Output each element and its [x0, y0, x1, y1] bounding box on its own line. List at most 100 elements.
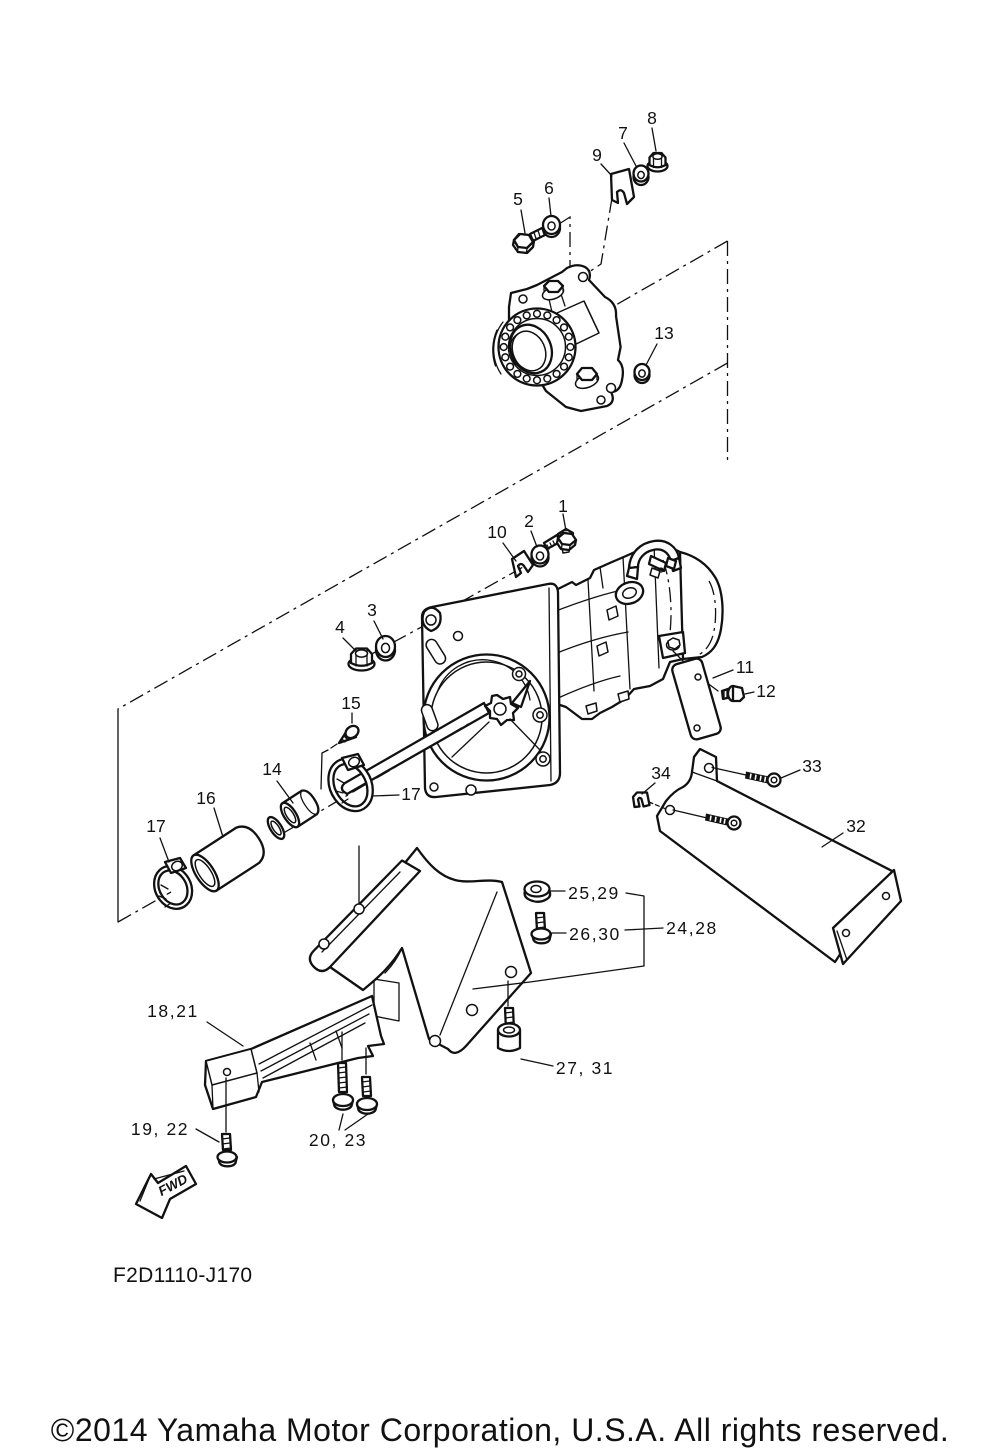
stopper-bracket-10 — [510, 549, 535, 579]
callout-1: 1 — [558, 496, 568, 516]
callout-4: 4 — [335, 617, 345, 637]
washer-13 — [633, 362, 651, 385]
screw15-axis-line — [320, 743, 338, 790]
gearbox-rear-mount — [657, 630, 687, 660]
housing-hex-plug-bottom — [574, 366, 600, 390]
screw20-lines — [341, 1031, 367, 1075]
stopper-bracket-9 — [609, 167, 636, 206]
gearbox-filler-cap — [614, 580, 645, 606]
callout-14: 14 — [262, 759, 282, 779]
copyright-line: ©2014 Yamaha Motor Corporation, U.S.A. A… — [51, 1412, 950, 1448]
tapping-screw-15 — [320, 724, 360, 790]
gearbox-unit — [535, 527, 724, 721]
speed-clip-34 — [631, 791, 651, 809]
bearing-housing — [492, 264, 625, 413]
grate-bars — [258, 1004, 373, 1079]
callout-18-21: 18,21 — [147, 1001, 199, 1021]
callout-19-22: 19, 22 — [131, 1119, 189, 1139]
gearbox-bottom-tab-1 — [585, 702, 598, 715]
bearing-flange-arc — [492, 321, 504, 375]
housing-hex-plug-top — [541, 279, 565, 301]
fwd-arrow-icon — [134, 1164, 198, 1220]
drive-shaft — [340, 679, 541, 796]
fwd-arrow-fold-lines — [139, 1170, 185, 1202]
screw-27-31 — [496, 1006, 522, 1053]
gearbox-bell-hidden-edge — [696, 580, 717, 657]
ride-plate — [655, 747, 896, 964]
callout-33: 33 — [802, 756, 821, 776]
callout-20-23: 20, 23 — [309, 1130, 367, 1150]
washer-7 — [632, 164, 650, 187]
flange-ear-hole — [425, 614, 437, 626]
callout-12: 12 — [756, 681, 775, 701]
callout-labels: 1 2 3 4 5 6 7 8 9 10 11 12 13 14 15 16 1… — [131, 108, 866, 1150]
shaft-spline-hub — [483, 693, 520, 727]
clamp-left-band-slots — [158, 884, 172, 908]
bore-radial-lines — [451, 718, 541, 758]
callout-24-28: 24,28 — [666, 918, 718, 938]
damper-sleeve — [190, 825, 265, 893]
leader-lines — [159, 127, 844, 1143]
gearbox-shift-tab-2 — [596, 641, 609, 657]
gearbox-section-lines — [587, 544, 660, 692]
drive-shaft-body — [340, 701, 491, 796]
callout-13: 13 — [654, 323, 673, 343]
callout-5: 5 — [513, 189, 523, 209]
hose-clamp-left — [153, 856, 194, 910]
callout-25-29: 25,29 — [568, 883, 620, 903]
screw-19-22 — [216, 1132, 239, 1168]
screw-20-23-a — [331, 1061, 355, 1111]
bearing-balls — [499, 309, 575, 385]
bore-key-wedge — [510, 679, 532, 709]
flange-nut-4 — [347, 647, 376, 672]
washer-3 — [374, 634, 397, 662]
ride-plate-assembly — [631, 747, 903, 966]
hex-bolt-1 — [542, 531, 578, 552]
washer-25-29 — [523, 880, 552, 903]
washer-2 — [530, 544, 550, 568]
callout-27-31: 27, 31 — [556, 1058, 614, 1078]
callout-10: 10 — [487, 522, 507, 542]
callout-16: 16 — [196, 788, 215, 808]
socket-screw-33-upper — [745, 771, 782, 788]
callout-3: 3 — [367, 600, 377, 620]
duct-bracket-bends — [384, 891, 498, 1036]
callout-32: 32 — [846, 816, 865, 836]
clamp-right-band-slots — [335, 778, 349, 804]
callout-7: 7 — [618, 123, 628, 143]
gearbox-bell-plate — [676, 550, 724, 661]
bearing-bore-inner — [511, 330, 547, 372]
intake-grate — [203, 994, 386, 1111]
flange-slot-1 — [425, 638, 447, 665]
callout-15: 15 — [341, 693, 360, 713]
flange-bore-inner — [430, 661, 543, 774]
callout-17-left: 17 — [146, 816, 165, 836]
frame-mid-edge — [117, 362, 728, 710]
callout-34: 34 — [651, 763, 671, 783]
callout-26-30: 26,30 — [569, 924, 621, 944]
duct-bracket-left-wing — [308, 859, 422, 973]
callout-2: 2 — [524, 511, 534, 531]
shaft-spacer — [279, 789, 320, 829]
bolt5-axis-line — [558, 215, 571, 282]
callout-6: 6 — [544, 178, 554, 198]
group-bracket-24-28 — [472, 890, 664, 990]
screw33-upper-line — [711, 766, 747, 776]
screw-20-23-b — [355, 1075, 379, 1115]
clip34-line — [648, 801, 667, 810]
gearbox-bottom-tab-2 — [617, 690, 630, 703]
bracket9-axis-line — [588, 197, 613, 273]
bearing-stack — [492, 307, 577, 387]
screw-26-30 — [530, 911, 553, 945]
screw33-lower-line — [672, 809, 706, 819]
callout-11: 11 — [736, 657, 754, 677]
flange-rim-edge — [548, 587, 552, 782]
callout-9: 9 — [592, 145, 602, 165]
hose-clamp-right — [327, 752, 374, 813]
callout-8: 8 — [647, 108, 657, 128]
gearbox-body — [535, 541, 685, 721]
flange-nut-8 — [646, 151, 669, 173]
flange-bore-arc — [437, 659, 531, 701]
callout-17-right: 17 — [401, 784, 420, 804]
ride-plate-end-thickness — [836, 930, 848, 961]
